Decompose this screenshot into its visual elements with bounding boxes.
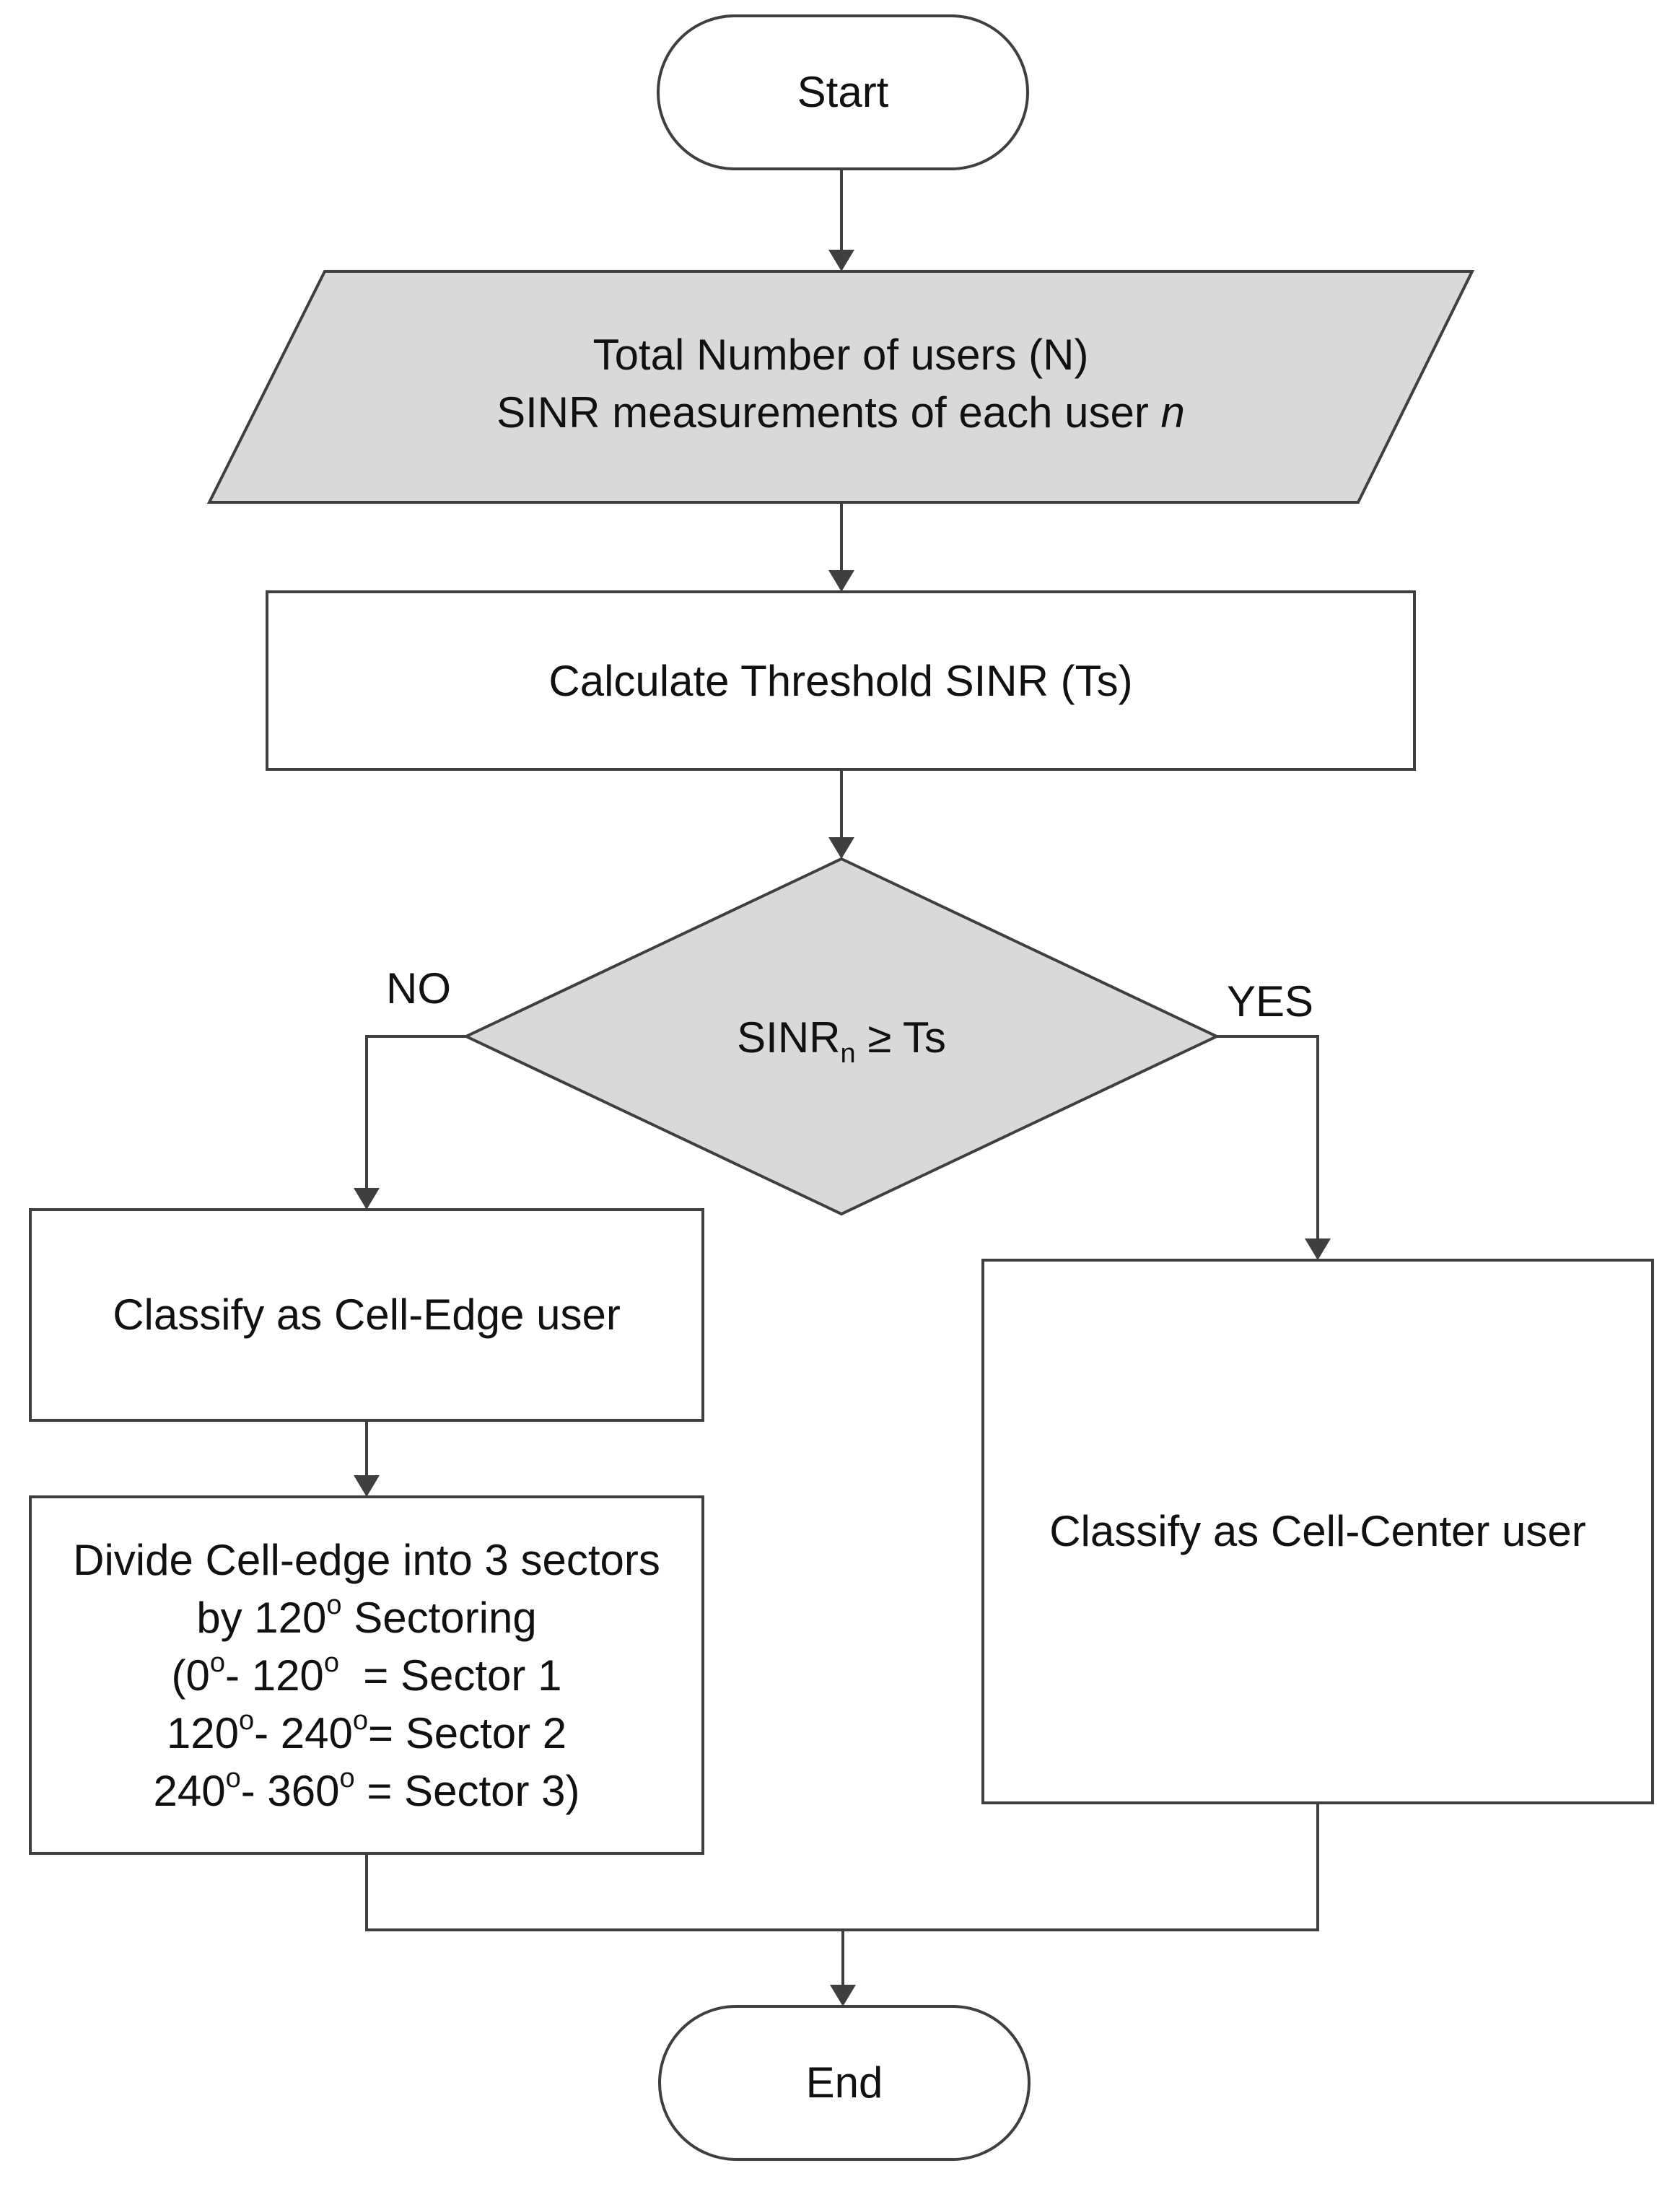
decision-diamond [463,857,1220,1216]
degree-symbol: o [209,1648,226,1678]
arrowhead-threshold-decision [828,837,854,859]
sectoring-line-2-prefix: by 120 [196,1594,327,1642]
end-terminator [658,2005,1031,2161]
sectoring-line-4-a: 120 [166,1709,239,1757]
sectoring-line-4-b: - 240 [254,1709,353,1757]
degree-symbol: o [238,1705,255,1736]
sectoring-line-5-a: 240 [153,1767,226,1815]
sectoring-line-3-a: (0 [171,1651,210,1700]
sectoring-line-3: (0o- 120o = Sector 1 [30,1647,703,1705]
yes-branch-label: YES [1226,977,1314,1026]
sectoring-line-5: 240o- 360o = Sector 3) [30,1762,703,1820]
arrowhead-input-threshold [828,570,854,592]
cell-edge-label: Classify as Cell-Edge user [113,1290,621,1339]
degree-symbol: o [323,1648,339,1678]
end-label: End [805,2058,883,2107]
threshold-process-box [266,590,1416,771]
input-line-2: SINR measurements of each user n [325,384,1357,442]
degree-symbol: o [326,1590,342,1620]
decision-label: SINRn ≥ Ts [611,1009,1072,1067]
sectoring-line-5-c: = Sector 3) [354,1767,580,1815]
input-parallelogram [206,270,1475,504]
sectoring-label: Divide Cell-edge into 3 sectors by 120o … [30,1532,703,1820]
degree-symbol: o [225,1763,241,1793]
input-line-1: Total Number of users (N) [592,331,1089,379]
sectoring-line-3-b: - 120 [225,1651,324,1700]
sectoring-box [29,1495,704,1855]
arrowhead-edge-sectoring [354,1475,380,1497]
degree-symbol: o [339,1763,355,1793]
sectoring-line-4: 120o- 240o= Sector 2 [30,1705,703,1762]
degree-symbol: o [352,1705,368,1736]
sectoring-line-3-c: = Sector 1 [338,1651,562,1700]
cell-center-label: Classify as Cell-Center user [1049,1507,1586,1555]
sectoring-line-2: by 120o Sectoring [30,1589,703,1647]
arrowhead-start-input [828,250,854,271]
cell-center-box [981,1259,1654,1804]
sectoring-line-1: Divide Cell-edge into 3 sectors [73,1536,660,1584]
arrowhead-no-branch [354,1188,380,1210]
input-line-2-variable: n [1160,388,1185,437]
connector-decision-no-branch [365,1035,466,1191]
cell-edge-box [29,1208,704,1422]
sectoring-line-2-suffix: Sectoring [341,1594,537,1642]
sectoring-line-5-b: - 360 [240,1767,340,1815]
no-branch-label: NO [386,964,451,1013]
decision-main: SINR [737,1013,841,1062]
decision-rest: ≥ Ts [855,1013,946,1062]
arrowhead-merge-end [830,1985,856,2006]
start-label: Start [797,68,889,116]
sectoring-line-4-c: = Sector 2 [368,1709,567,1757]
arrowhead-yes-branch [1305,1238,1331,1260]
input-line-2-text: SINR measurements of each user [496,388,1161,437]
decision-subscript: n [840,1039,856,1069]
connector-decision-yes-branch [1217,1035,1319,1241]
threshold-label: Calculate Threshold SINR (Ts) [548,657,1133,705]
input-label: Total Number of users (N) SINR measureme… [325,326,1357,442]
